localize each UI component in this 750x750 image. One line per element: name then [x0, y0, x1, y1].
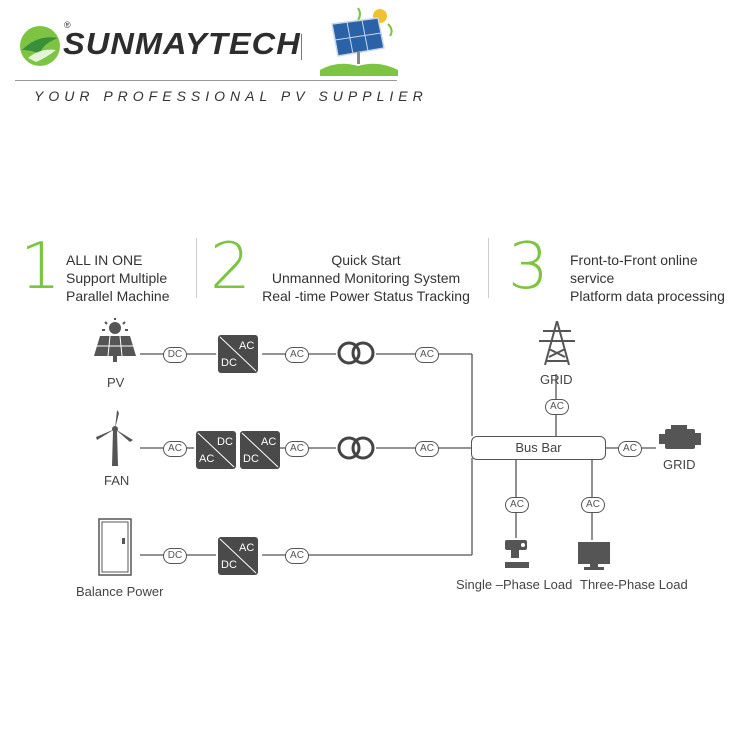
- inverter-icon: AC DC: [218, 335, 258, 373]
- feature-1-line: Parallel Machine: [66, 288, 170, 304]
- svg-text:DC: DC: [243, 453, 259, 465]
- svg-text:DC: DC: [221, 559, 237, 571]
- ac-tag: AC: [285, 441, 309, 457]
- feature-2-line: Quick Start: [331, 252, 401, 268]
- bus-bar: Bus Bar: [471, 436, 606, 460]
- feature-3-number: 3: [508, 230, 549, 304]
- header-divider: [15, 80, 397, 81]
- dc-ac-inverter: AC DC: [218, 537, 258, 580]
- ac-tag: AC: [285, 548, 309, 564]
- dc-ac-inverter: AC DC: [240, 431, 280, 474]
- feature-1-text: ALL IN ONE Support Multiple Parallel Mac…: [66, 251, 170, 305]
- grid-right-label: GRID: [663, 457, 696, 472]
- monitor-icon: [578, 542, 610, 570]
- solar-panel-grass-icon: [320, 7, 398, 76]
- svg-text:AC: AC: [239, 542, 254, 554]
- feature-1-line: ALL IN ONE: [66, 252, 143, 268]
- feature-3-text: Front-to-Front online service Platform d…: [570, 251, 725, 305]
- transformer-icon: [337, 436, 375, 460]
- transformer: [337, 435, 375, 466]
- feature-2-number: 2: [210, 230, 251, 304]
- inverter-icon: AC DC: [218, 537, 258, 575]
- fan-source: [95, 410, 135, 471]
- ac-tag: AC: [505, 497, 529, 513]
- grid-top-label: GRID: [540, 372, 573, 387]
- dc-tag: DC: [163, 548, 187, 564]
- balance-power-source: [98, 518, 132, 581]
- ac-tag: AC: [581, 497, 605, 513]
- logo-mark: [18, 24, 62, 73]
- feature-2-text: Quick Start Unmanned Monitoring System R…: [256, 251, 476, 305]
- svg-text:DC: DC: [221, 357, 237, 369]
- svg-text:DC: DC: [217, 436, 233, 448]
- coffee-machine-icon: [505, 540, 529, 568]
- brand-name: SUNMAYTECH: [63, 26, 301, 61]
- balance-power-label: Balance Power: [76, 584, 164, 599]
- grid-tower: [537, 320, 577, 370]
- feature-3-line: Front-to-Front online: [570, 252, 698, 268]
- pv-source: [92, 318, 138, 367]
- svg-text:AC: AC: [199, 453, 214, 465]
- ac-tag: AC: [285, 347, 309, 363]
- dc-ac-inverter: AC DC: [218, 335, 258, 378]
- pv-label: PV: [107, 375, 125, 390]
- ac-tag: AC: [415, 347, 439, 363]
- solar-panel-logo: [318, 4, 400, 81]
- ac-dc-rectifier: DC AC: [196, 431, 236, 474]
- feature-2-line: Unmanned Monitoring System: [271, 270, 461, 286]
- feature-divider: [196, 238, 197, 298]
- ac-tag: AC: [618, 441, 642, 457]
- header-divider-vertical: [301, 34, 302, 60]
- generator-icon: [659, 425, 701, 449]
- power-tower-icon: [539, 320, 575, 366]
- ac-tag: AC: [545, 399, 569, 415]
- logo-icon: [20, 26, 60, 66]
- rectifier-icon: DC AC: [196, 431, 236, 469]
- battery-cabinet-icon: [98, 518, 132, 576]
- feature-1-number: 1: [20, 230, 61, 304]
- grid-generator: [659, 425, 701, 458]
- ac-tag: AC: [415, 441, 439, 457]
- single-phase-load: [503, 540, 531, 575]
- solar-panel-icon: [94, 318, 136, 362]
- single-phase-label: Single –Phase Load: [456, 577, 573, 592]
- dc-tag: DC: [163, 347, 187, 363]
- transformer-icon: [337, 341, 375, 365]
- tagline: YOUR PROFESSIONAL PV SUPPLIER: [34, 88, 428, 104]
- feature-3-line: service: [570, 270, 615, 286]
- fan-label: FAN: [104, 473, 130, 488]
- svg-text:AC: AC: [261, 436, 276, 448]
- feature-1-line: Support Multiple: [66, 270, 168, 286]
- feature-3-line: Platform data processing: [570, 288, 725, 304]
- wind-turbine-icon: [96, 410, 133, 466]
- three-phase-label: Three-Phase Load: [580, 577, 688, 592]
- transformer: [337, 340, 375, 371]
- inverter-icon: AC DC: [240, 431, 280, 469]
- feature-divider: [488, 238, 489, 298]
- trademark: ®: [64, 20, 71, 30]
- svg-text:AC: AC: [239, 340, 254, 352]
- feature-2-line: Real -time Power Status Tracking: [262, 288, 470, 304]
- three-phase-load: [578, 542, 610, 575]
- ac-tag: AC: [163, 441, 187, 457]
